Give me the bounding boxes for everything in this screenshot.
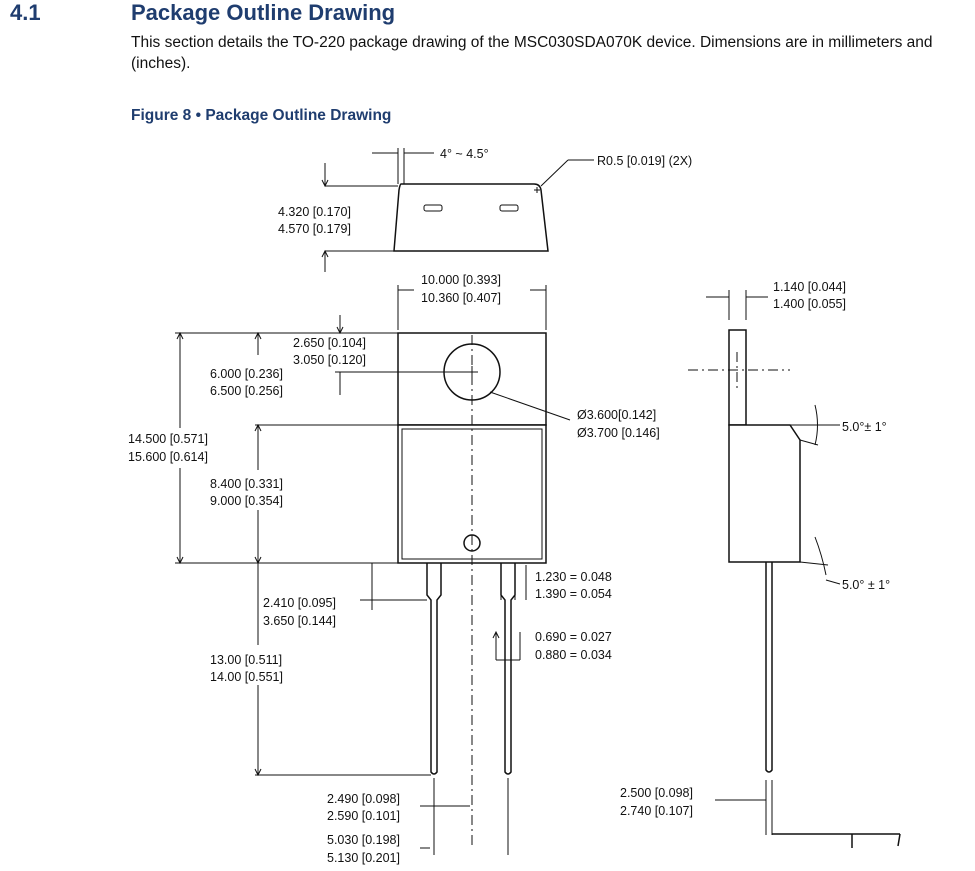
- lead-length-max: 14.00 [0.551]: [210, 670, 283, 684]
- pitch-min: 2.490 [0.098]: [327, 792, 400, 806]
- overall-height-max: 15.600 [0.614]: [128, 450, 208, 464]
- radius-label: R0.5 [0.019] (2X): [597, 154, 692, 168]
- section-intro: This section details the TO-220 package …: [131, 34, 933, 72]
- lead-shoulder-max: 3.650 [0.144]: [263, 614, 336, 628]
- draft-angle-label: 4° ~ 4.5°: [440, 147, 489, 161]
- hole-diameter-max: Ø3.700 [0.146]: [577, 426, 660, 440]
- overall-height-min: 14.500 [0.571]: [128, 432, 208, 446]
- lead-shoulder-min: 2.410 [0.095]: [263, 596, 336, 610]
- span-min: 5.030 [0.198]: [327, 833, 400, 847]
- lead-thickness-max: 2.740 [0.107]: [620, 804, 693, 818]
- hole-diameter-min: Ø3.600[0.142]: [577, 408, 656, 422]
- section-title: Package Outline Drawing: [131, 0, 396, 25]
- angle-bottom-label: 5.0° ± 1°: [842, 578, 890, 592]
- pitch-max: 2.590 [0.101]: [327, 809, 400, 823]
- body-width-max: 10.360 [0.407]: [421, 291, 501, 305]
- body-height-max: 9.000 [0.354]: [210, 494, 283, 508]
- lead-length-min: 13.00 [0.511]: [210, 653, 282, 667]
- top-height-min: 4.320 [0.170]: [278, 205, 351, 219]
- top-view: [321, 148, 594, 272]
- front-view: [175, 285, 571, 855]
- top-height-max: 4.570 [0.179]: [278, 222, 351, 236]
- lead-thickness-min: 2.500 [0.098]: [620, 786, 693, 800]
- lead-narrow-min: 0.690 = 0.027: [535, 630, 612, 644]
- tab-thickness-min: 1.140 [0.044]: [773, 280, 846, 294]
- hole-offset-max: 3.050 [0.120]: [293, 353, 366, 367]
- span-max: 5.130 [0.201]: [327, 851, 400, 865]
- lead-width-min: 1.230 = 0.048: [535, 570, 612, 584]
- figure-caption: Figure 8 • Package Outline Drawing: [131, 107, 392, 124]
- body-height-min: 8.400 [0.331]: [210, 477, 283, 491]
- hole-offset-min: 2.650 [0.104]: [293, 336, 366, 350]
- tab-to-hole-min: 6.000 [0.236]: [210, 367, 283, 381]
- tab-to-hole-max: 6.500 [0.256]: [210, 384, 283, 398]
- lead-width-max: 1.390 = 0.054: [535, 587, 612, 601]
- angle-top-label: 5.0°± 1°: [842, 420, 887, 434]
- side-view: [688, 290, 901, 848]
- lead-narrow-max: 0.880 = 0.034: [535, 648, 612, 662]
- body-width-min: 10.000 [0.393]: [421, 273, 501, 287]
- section-number: 4.1: [10, 0, 41, 25]
- tab-thickness-max: 1.400 [0.055]: [773, 297, 846, 311]
